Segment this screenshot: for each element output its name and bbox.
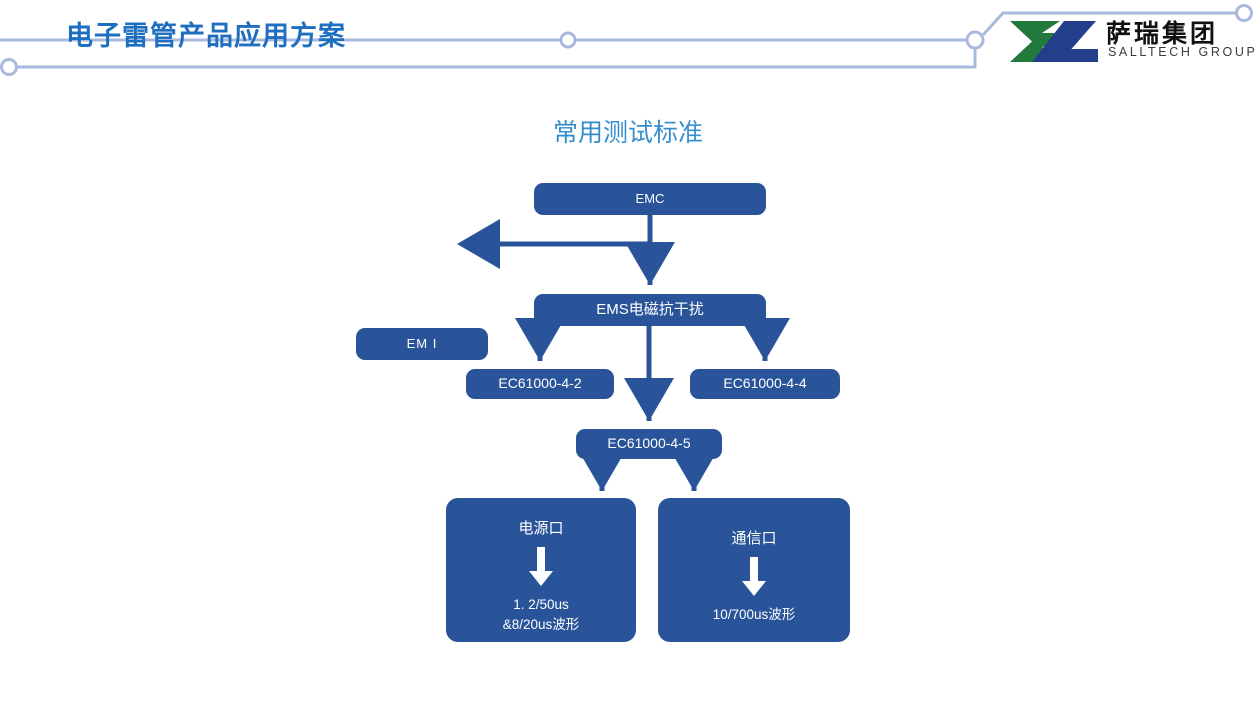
node-comm-port-line1: 10/700us波形	[712, 606, 796, 622]
page-title: 电子雷管产品应用方案	[66, 21, 346, 51]
node-power-port-line2: &8/20us波形	[502, 616, 580, 632]
deco-circle-middle	[559, 31, 577, 49]
deco-circle-left	[0, 58, 18, 76]
node-ems-label: EMS电磁抗干扰	[596, 300, 704, 318]
node-emc-label: EMC	[635, 190, 665, 206]
node-ec61000-4-4-label: EC61000-4-4	[723, 375, 807, 392]
node-ec61000-4-4[interactable]: EC61000-4-4	[690, 369, 840, 399]
deco-circle-right	[1235, 4, 1253, 22]
node-ec61000-4-5[interactable]: EC61000-4-5	[576, 429, 722, 459]
node-emi-label: EM I	[406, 335, 438, 351]
logo-name-cn: 萨瑞集团	[1106, 19, 1219, 48]
deco-circle-junction	[965, 30, 985, 50]
node-comm-port[interactable]: 通信口 10/700us波形	[658, 498, 850, 642]
slide-header: 电子雷管产品应用方案 萨瑞集团 SALLTECH GROUP	[0, 0, 1256, 95]
company-logo: 萨瑞集团 SALLTECH GROUP	[1008, 16, 1255, 68]
header-decoration-lines	[0, 4, 1253, 76]
salltech-logo-mark-icon	[1010, 21, 1098, 62]
node-ems[interactable]: EMS电磁抗干扰	[534, 294, 766, 326]
node-ec61000-4-2-label: EC61000-4-2	[498, 375, 582, 392]
node-emi[interactable]: EM I	[356, 328, 488, 360]
diagram-area: 常用测试标准 EMC	[0, 95, 1256, 705]
node-power-port[interactable]: 电源口 1. 2/50us &8/20us波形	[446, 498, 636, 642]
node-ec61000-4-2[interactable]: EC61000-4-2	[466, 369, 614, 399]
node-comm-port-title: 通信口	[731, 529, 777, 547]
diagram-title: 常用测试标准	[0, 113, 1256, 149]
comm-port-down-arrow-icon	[741, 556, 767, 597]
node-power-port-title: 电源口	[518, 519, 564, 537]
diagram-connectors	[456, 215, 790, 491]
node-power-port-line1: 1. 2/50us	[513, 596, 569, 612]
logo-name-en: SALLTECH GROUP	[1108, 45, 1256, 59]
power-port-down-arrow-icon	[528, 546, 554, 587]
node-emc[interactable]: EMC	[534, 183, 766, 215]
node-ec61000-4-5-label: EC61000-4-5	[607, 435, 691, 452]
